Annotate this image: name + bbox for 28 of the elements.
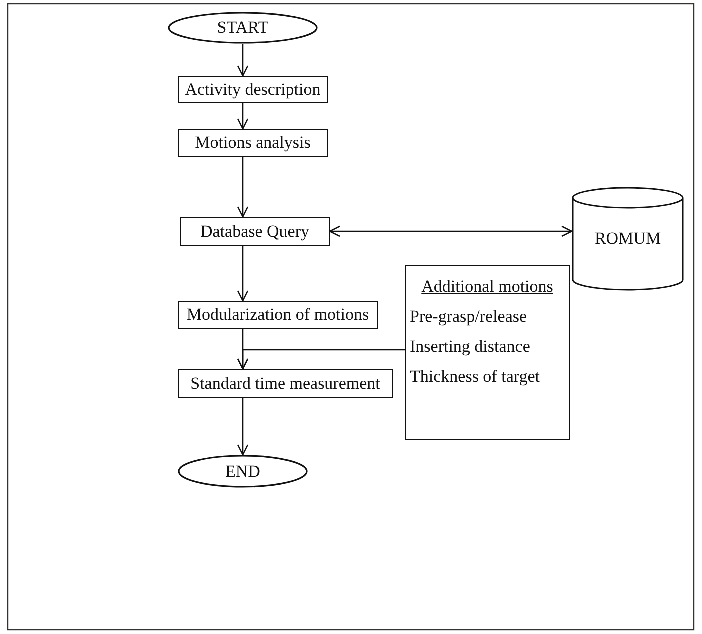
node-label: Activity description [185, 80, 321, 100]
note-box [405, 265, 570, 440]
arrow [237, 349, 405, 370]
process-box [178, 301, 378, 329]
node-label: ROMUM [594, 229, 662, 249]
node-label: Database Query [200, 222, 310, 242]
list-heading: Additional motions [422, 276, 554, 298]
node-label: Modularization of motions [186, 305, 370, 325]
node-label: Motions analysis [195, 133, 311, 153]
node-label: Standard time measurement [190, 374, 380, 394]
terminal-ellipse [178, 455, 308, 488]
terminal-ellipse [168, 12, 318, 44]
arrow [237, 44, 249, 77]
arrow [237, 398, 249, 456]
process-box [180, 217, 330, 246]
arrow [237, 103, 249, 130]
arrow [237, 157, 249, 218]
node-label: START [217, 18, 269, 38]
node-label: END [226, 462, 260, 482]
list-item: Pre-grasp/release [410, 306, 528, 328]
process-box [178, 369, 393, 398]
arrow [329, 226, 573, 238]
database-cylinder [572, 188, 684, 290]
process-box [178, 129, 328, 157]
arrow [237, 246, 249, 302]
process-box [178, 76, 328, 103]
list-item: Thickness of target [410, 366, 540, 388]
list-item: Inserting distance [410, 336, 530, 358]
